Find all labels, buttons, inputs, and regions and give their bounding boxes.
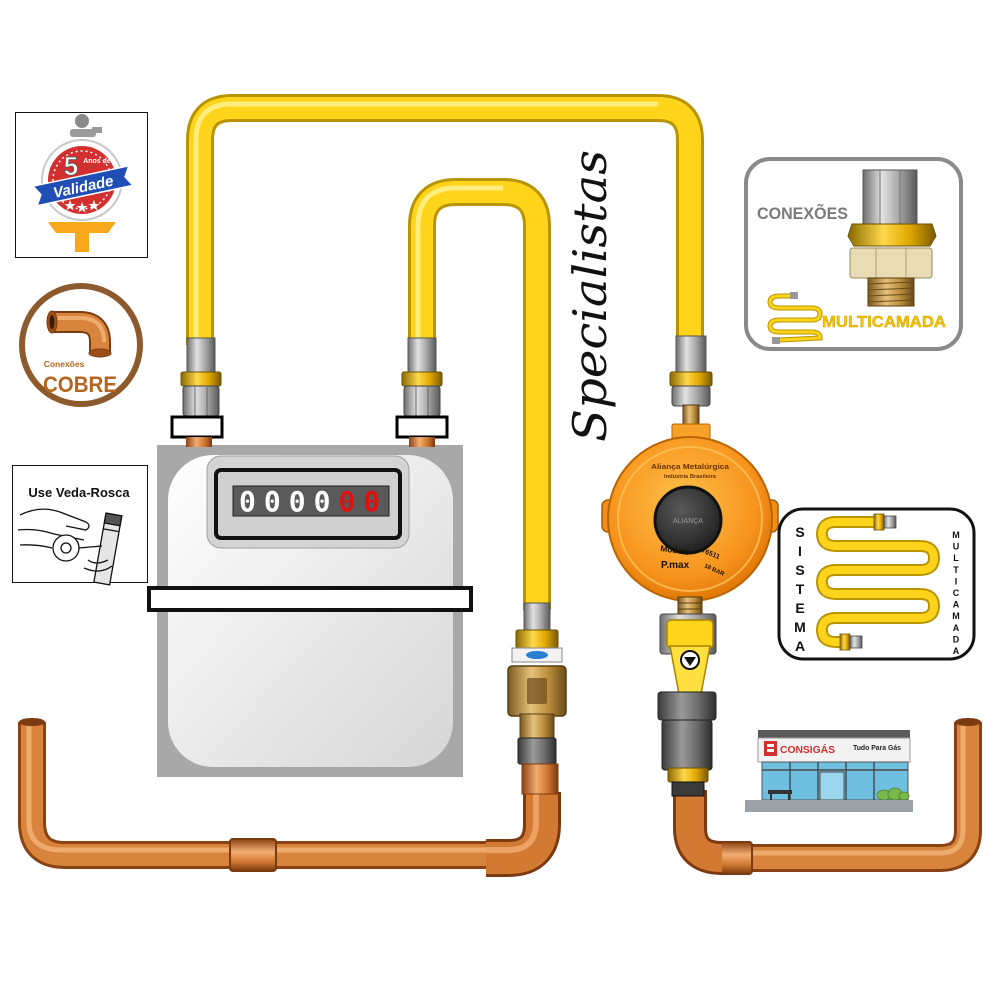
validade-ribbon [31,164,135,207]
meter-counter-strip [232,485,390,517]
consigas-logo-icon [764,741,777,756]
conexoes-multicamada-box: CONEXÕES MULTICAMADA [744,157,963,351]
veda-rosca-box: Use Veda-Rosca [12,465,148,586]
regulator-stand-icon [48,222,116,233]
hex-fitting [657,691,717,721]
cobre-small: Conexões [44,359,85,369]
regulator-center-label: ALIANÇA [673,518,703,525]
regulator-origin: Indústria Brasileira [664,474,716,480]
pipe-open-end [955,718,981,726]
bronze-connector [517,737,557,765]
serpentine-hose-icon [815,513,941,651]
valve-body [666,619,714,649]
multilayer-connector-icon [847,169,937,307]
regulator-brand: Aliança Metalúrgica [651,462,730,471]
conexoes-subtitle: MULTICAMADA [822,314,946,331]
hose-end-fitting-bottom [839,633,863,651]
meter-band [147,586,473,612]
meter-counter: 000000 [239,485,388,518]
validade-seal-icon: 5 Anos de Validade [31,139,135,221]
meter-digits-red: 00 [338,485,388,518]
hose-ferrule [523,602,551,634]
conexoes-title: CONEXÕES [757,203,848,223]
store-name: CONSIGÁS [780,743,835,756]
copper-elbow-icon [46,310,112,358]
hose-nut [515,629,559,649]
cobre-badge: Conexões COBRE [19,283,143,407]
copper-coupling [717,841,753,875]
store-bench [768,790,792,794]
fitting-blue-logo [526,651,548,659]
multilayer-fitting-valve [507,602,567,795]
copper-adapter [521,763,559,795]
regulator-outlet-assembly [657,596,717,797]
copper-pipe-left [18,718,561,877]
gas-regulator: Aliança Metalúrgica Indústria Brasileira… [601,423,779,602]
sistema-vertical-label: SISTEMA [792,524,808,657]
store-slogan: Tudo Para Gás [853,745,901,752]
regulator-model-label: Modelo [660,543,691,557]
store-door [819,771,845,801]
gas-meter: 000000 [147,445,473,777]
hose-end-fitting-top [873,513,897,531]
regulator-center-cap [653,485,723,555]
coiled-hose-icon [767,292,823,344]
meter-outlet-fitting [395,337,449,447]
thread-tape-hands-icon [17,508,123,586]
gas-knob-icon [75,114,89,128]
copper-coupling [229,838,277,872]
tagline-specialistas: Specialistas [563,150,617,442]
regulator-pmax-label: P.max [661,560,690,571]
veda-rosca-title: Use Veda-Rosca [28,485,130,500]
validade-box: 5 Anos de Validade [15,112,148,258]
multilayer-hose-outer [186,94,704,345]
store-sidewalk [745,800,913,812]
validade-small: Anos de [83,158,111,165]
regulator-inlet-fitting [669,335,713,428]
meter-inlet-fitting [170,337,224,447]
consigas-store: CONSIGÁS Tudo Para Gás [745,730,913,812]
meter-digits-main: 0000 [239,485,338,518]
stars-icon [64,200,100,213]
store-roof [758,730,910,738]
sistema-multicamada-box [777,507,976,661]
pipe-open-end [19,718,45,726]
validade-number: 5 [64,151,78,181]
cobre-label: COBRE [43,372,117,397]
copper-pipe-right [673,718,982,875]
multicamada-vertical-label: MULTICAMADA [951,530,961,658]
multilayer-hose-inner [408,178,551,610]
